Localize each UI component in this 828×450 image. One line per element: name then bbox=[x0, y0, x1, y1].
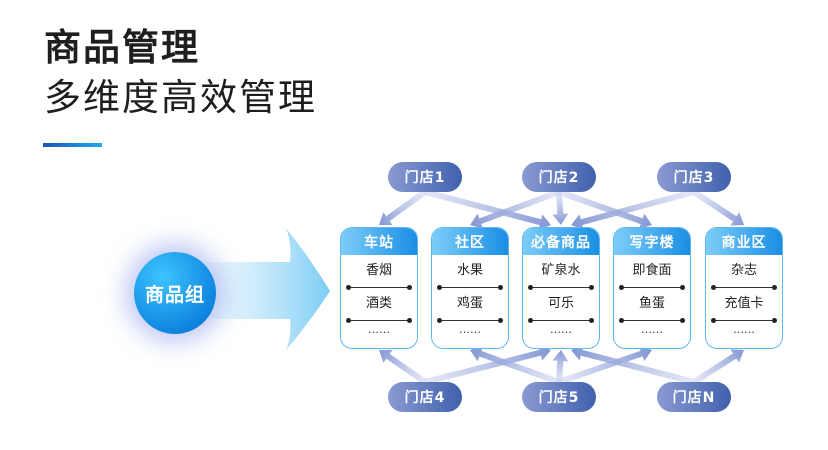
item-divider bbox=[619, 318, 685, 323]
more-ellipsis: …… bbox=[733, 323, 755, 336]
item-divider bbox=[437, 318, 503, 323]
store-pill-top-3[interactable]: 门店3 bbox=[657, 162, 731, 192]
page-subtitle: 多维度高效管理 bbox=[44, 76, 317, 119]
category-card[interactable]: 必备商品矿泉水可乐 …… bbox=[522, 227, 600, 349]
arrow-icon bbox=[424, 189, 551, 230]
item-divider bbox=[437, 285, 503, 290]
more-ellipsis: …… bbox=[641, 323, 663, 336]
category-item: 鸡蛋 bbox=[456, 296, 483, 311]
big-arrow-icon bbox=[205, 228, 330, 350]
arrow-icon bbox=[470, 346, 561, 385]
product-group-hub[interactable]: 商品组 bbox=[134, 252, 216, 334]
item-divider bbox=[528, 318, 594, 323]
store-pill-bottom-1[interactable]: 门店4 bbox=[388, 382, 462, 412]
title-accent-bar bbox=[43, 143, 102, 147]
category-item: 水果 bbox=[456, 263, 483, 278]
category-item: 香烟 bbox=[365, 263, 392, 278]
arrow-icon bbox=[558, 346, 652, 385]
item-divider bbox=[711, 318, 777, 323]
category-title: 商业区 bbox=[706, 228, 782, 255]
category-title: 写字楼 bbox=[614, 228, 690, 255]
page-title: 商品管理 bbox=[44, 26, 200, 69]
category-card[interactable]: 商业区杂志充值卡 …… bbox=[705, 227, 783, 349]
arrow-icon bbox=[552, 191, 569, 225]
store-pill-top-2[interactable]: 门店2 bbox=[522, 162, 596, 192]
category-item: 杂志 bbox=[730, 263, 757, 278]
more-ellipsis: …… bbox=[459, 323, 481, 336]
category-item: 即食面 bbox=[632, 263, 672, 278]
arrow-icon bbox=[571, 189, 695, 230]
arrow-icon bbox=[379, 189, 427, 226]
category-title: 必备商品 bbox=[523, 228, 599, 255]
item-divider bbox=[528, 285, 594, 290]
more-ellipsis: …… bbox=[550, 323, 572, 336]
item-divider bbox=[619, 285, 685, 290]
category-title: 社区 bbox=[432, 228, 508, 255]
arrow-icon bbox=[571, 345, 695, 385]
more-ellipsis: …… bbox=[368, 323, 390, 336]
item-divider bbox=[346, 318, 412, 323]
store-pill-bottom-3[interactable]: 门店N bbox=[657, 382, 731, 412]
category-card[interactable]: 车站香烟酒类 …… bbox=[340, 227, 418, 349]
arrow-icon bbox=[692, 189, 744, 226]
arrow-icon bbox=[692, 349, 744, 385]
category-item: 鱼蛋 bbox=[638, 296, 665, 311]
arrow-icon bbox=[470, 189, 561, 229]
category-item: 酒类 bbox=[365, 296, 392, 311]
category-item: 充值卡 bbox=[724, 296, 764, 311]
store-pill-bottom-2[interactable]: 门店5 bbox=[522, 382, 596, 412]
hub-label: 商品组 bbox=[144, 283, 205, 306]
category-item: 矿泉水 bbox=[541, 263, 581, 278]
arrow-icon bbox=[424, 344, 551, 385]
arrow-icon bbox=[557, 189, 652, 229]
item-divider bbox=[346, 285, 412, 290]
category-card[interactable]: 写字楼即食面鱼蛋 …… bbox=[613, 227, 691, 349]
arrow-icon bbox=[379, 349, 427, 385]
category-card[interactable]: 社区水果鸡蛋 …… bbox=[431, 227, 509, 349]
category-title: 车站 bbox=[341, 228, 417, 255]
arrow-icon bbox=[552, 350, 569, 383]
store-pill-top-1[interactable]: 门店1 bbox=[388, 162, 462, 192]
category-item: 可乐 bbox=[547, 296, 574, 311]
item-divider bbox=[711, 285, 777, 290]
